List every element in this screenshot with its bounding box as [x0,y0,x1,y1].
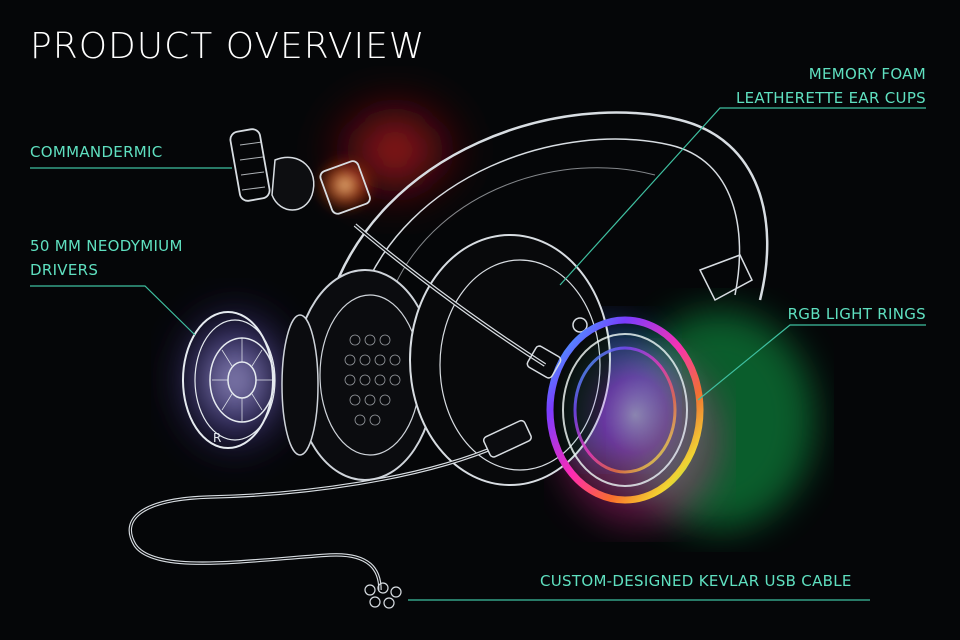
leader-memory-foam [559,107,926,286]
callout-memory-foam: MEMORY FOAM LEATHERETTE EAR CUPS [736,62,926,110]
callout-commandermic-line-1: COMMANDERMIC [30,143,163,161]
callout-kevlar-usb-cable: CUSTOM-DESIGNED KEVLAR USB CABLE [540,569,852,593]
leader-rgb [697,324,926,401]
callout-drivers: 50 MM NEODYMIUM DRIVERS [30,234,183,282]
callout-commandermic: COMMANDERMIC [30,140,163,164]
leader-drivers [30,285,196,336]
headband [328,111,769,302]
neodymium-driver: R [182,311,276,449]
leader-lines [30,107,926,601]
callout-rgb-line-1: RGB LIGHT RINGS [787,305,926,323]
commandermic [229,128,562,379]
kevlar-usb-cable [128,419,532,609]
callout-memory-foam-line-2: LEATHERETTE EAR CUPS [735,89,926,107]
callout-drivers-line-2: DRIVERS [30,261,99,279]
callout-drivers-line-1: 50 MM NEODYMIUM [30,237,183,255]
driver-side-label: R [213,431,221,445]
driver-glow [165,295,305,465]
callout-memory-foam-line-1: MEMORY FOAM [808,65,926,83]
page-title: PRODUCT OVERVIEW [30,26,426,67]
callout-rgb-light-rings: RGB LIGHT RINGS [788,302,926,326]
rgb-light-ring [546,316,715,510]
callout-cable-line-1: CUSTOM-DESIGNED KEVLAR USB CABLE [540,572,852,590]
